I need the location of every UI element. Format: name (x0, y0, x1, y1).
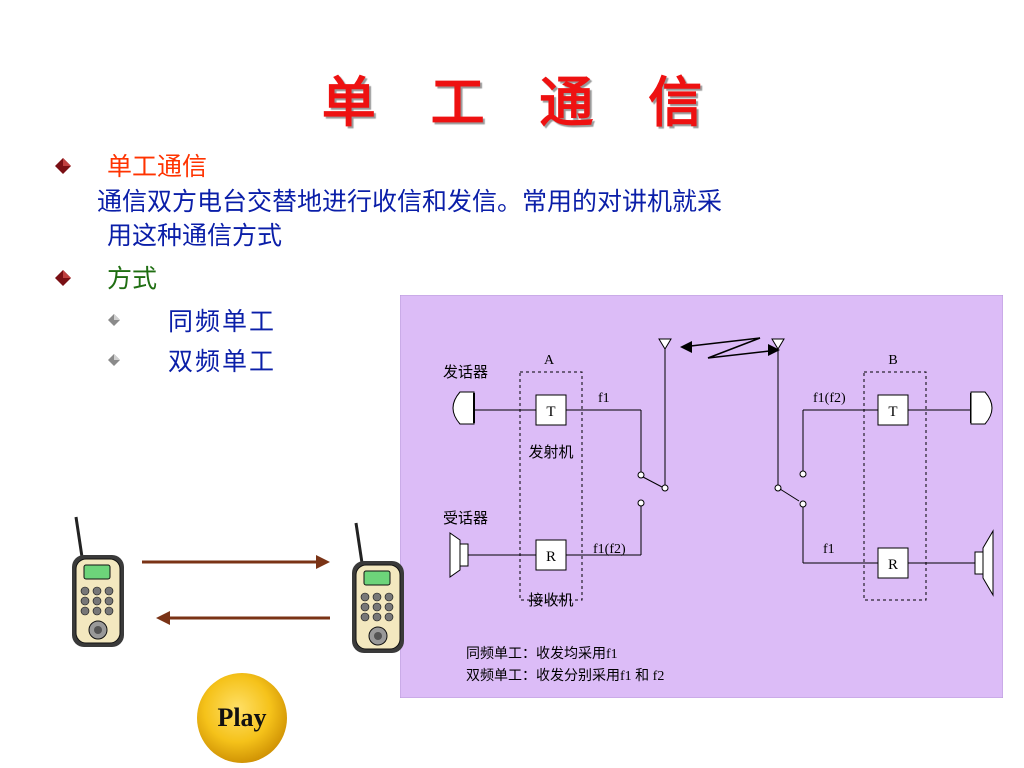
transmitter-label: 发话器 (443, 364, 488, 381)
section-heading-simplex: 单工通信 (107, 152, 208, 181)
mode-item-dual-frequency: 双频单工 (168, 347, 277, 376)
speaker-icon (449, 532, 469, 578)
a-tx-frequency: f1 (598, 391, 610, 406)
a-tx-box-label: T (546, 404, 555, 420)
microphone-icon (970, 391, 993, 425)
antenna-icon (658, 338, 672, 350)
station-b-label: B (888, 353, 897, 368)
diagram-background (400, 295, 1003, 698)
b-rx-frequency: f1 (823, 542, 835, 557)
play-button[interactable]: Play (197, 673, 287, 763)
description-line-2: 用这种通信方式 (107, 221, 283, 250)
b-tx-box-label: T (888, 404, 897, 420)
mode-item-same-frequency: 同频单工 (168, 307, 277, 336)
arrow-left-icon (156, 611, 330, 625)
a-transmitter-unit-label: 发射机 (528, 444, 573, 461)
note-dual-frequency: 双频单工：收发分别采用f1 和 f2 (466, 668, 664, 684)
microphone-icon (452, 391, 475, 425)
receiver-label: 受话器 (443, 510, 488, 527)
description-line-1: 通信双方电台交替地进行收信和发信。常用的对讲机就采 (97, 187, 723, 216)
note-same-frequency: 同频单工：收发均采用f1 (466, 646, 618, 662)
station-a-label: A (544, 353, 555, 368)
antenna-icon (771, 338, 785, 350)
a-receiver-unit-label: 接收机 (528, 592, 573, 609)
page-title: 单 工 通 信 (321, 70, 721, 134)
walkie-talkie-icon (72, 516, 124, 647)
station-b-box (863, 371, 927, 601)
simplex-diagram: A B 发话器 受话器 T 发射机 f1 R 接收机 f1(f2) (400, 295, 1003, 698)
section-heading-modes: 方式 (107, 264, 158, 293)
walkie-talkie-icon (352, 522, 404, 653)
station-a-box (519, 371, 583, 601)
diamond-bullet-icon (55, 270, 71, 286)
a-rx-box-label: R (546, 549, 556, 565)
diamond-bullet-icon (108, 314, 120, 326)
diamond-bullet-icon (108, 354, 120, 366)
speaker-icon (974, 529, 994, 597)
arrow-right-icon (142, 555, 330, 569)
a-rx-frequency: f1(f2) (593, 542, 626, 557)
transmission-arrows (142, 555, 330, 625)
diamond-bullet-icon (55, 158, 71, 174)
radio-link-icon (680, 337, 780, 359)
b-rx-box-label: R (888, 557, 898, 573)
b-tx-frequency: f1(f2) (813, 391, 846, 406)
play-button-label: Play (217, 703, 267, 732)
